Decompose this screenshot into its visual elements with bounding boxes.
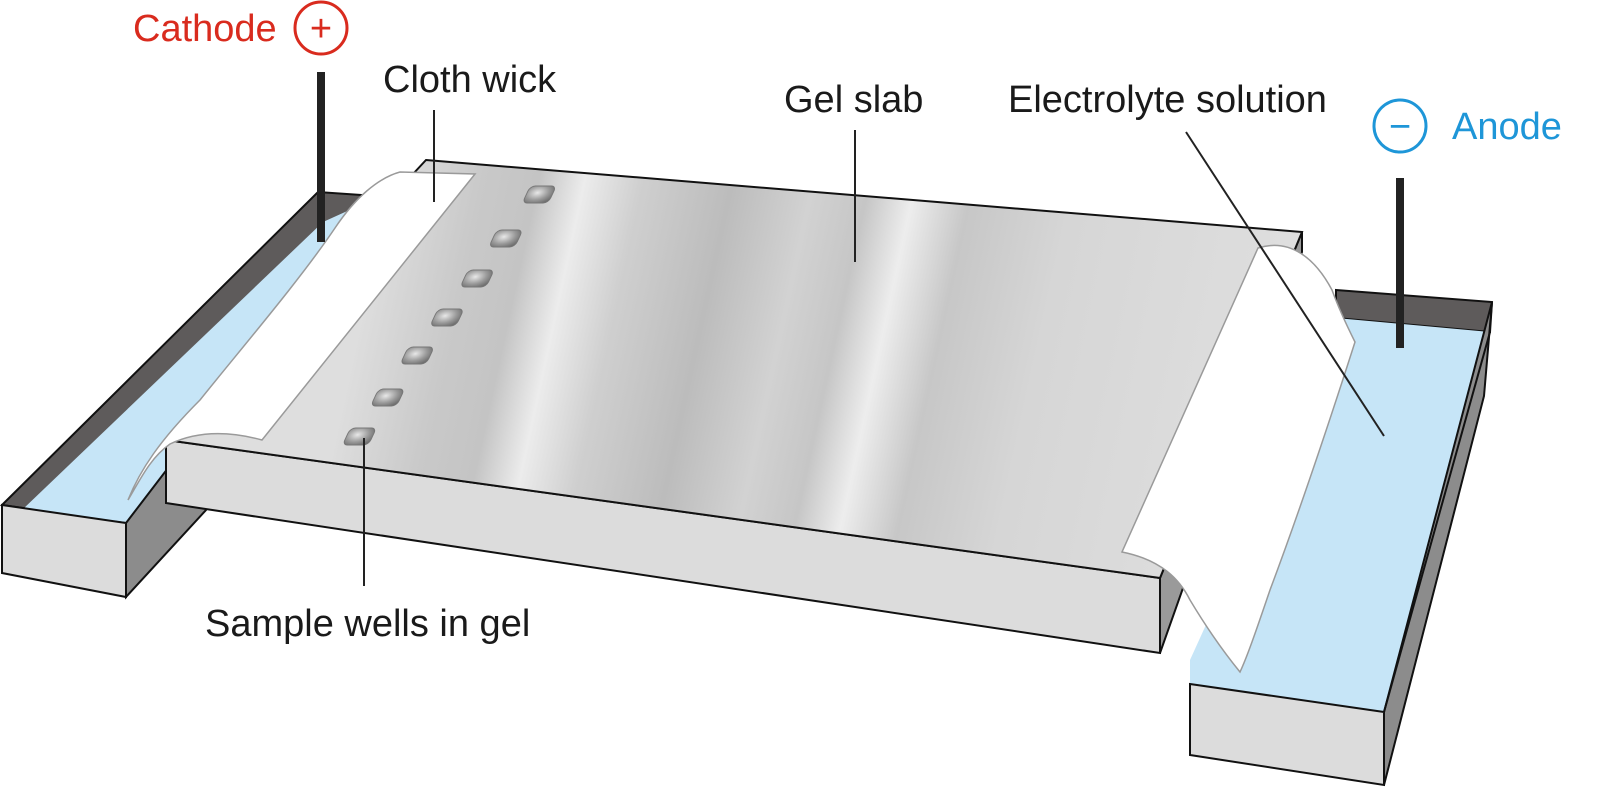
sample-wells-label: Sample wells in gel: [205, 603, 530, 645]
cloth-wick-label: Cloth wick: [383, 59, 557, 101]
right-tray-inner-edge: [1383, 331, 1491, 713]
anode-symbol: −: [1372, 98, 1428, 154]
sample-well: [490, 229, 522, 248]
minus-sign: −: [1389, 106, 1411, 148]
right-cloth-wick-shape: [1120, 244, 1356, 674]
right-cloth-wick: [1120, 244, 1356, 674]
plus-sign: +: [310, 8, 332, 50]
minus-circle-icon: [1372, 98, 1428, 154]
sample-well: [343, 427, 376, 446]
electrolyte-label: Electrolyte solution: [1008, 79, 1327, 121]
left-tray-electrolyte: [22, 198, 376, 522]
sample-well: [431, 308, 463, 327]
right-tray-electrolyte: [1190, 318, 1490, 712]
plus-circle-icon: [293, 0, 349, 56]
cathode-symbol: +: [293, 0, 349, 56]
left-cloth-wick: [127, 171, 477, 501]
electrolyte-leader: [1185, 131, 1385, 437]
right-buffer-tray: [1189, 288, 1494, 787]
sample-wells: [343, 185, 556, 446]
right-tray-front-face: [1189, 682, 1385, 787]
gel-slab-label: Gel slab: [784, 79, 923, 121]
anode-electrode: [1396, 178, 1404, 348]
left-tray-front-face: [0, 503, 127, 599]
sample-well: [461, 269, 493, 288]
cathode-electrode: [317, 72, 325, 242]
anode-label: Anode: [1452, 106, 1562, 148]
cathode-label: Cathode: [133, 8, 277, 50]
sample-well: [401, 346, 433, 365]
sample-well: [371, 388, 404, 407]
sample-well: [523, 185, 556, 204]
left-cloth-wick-shape: [127, 171, 477, 501]
